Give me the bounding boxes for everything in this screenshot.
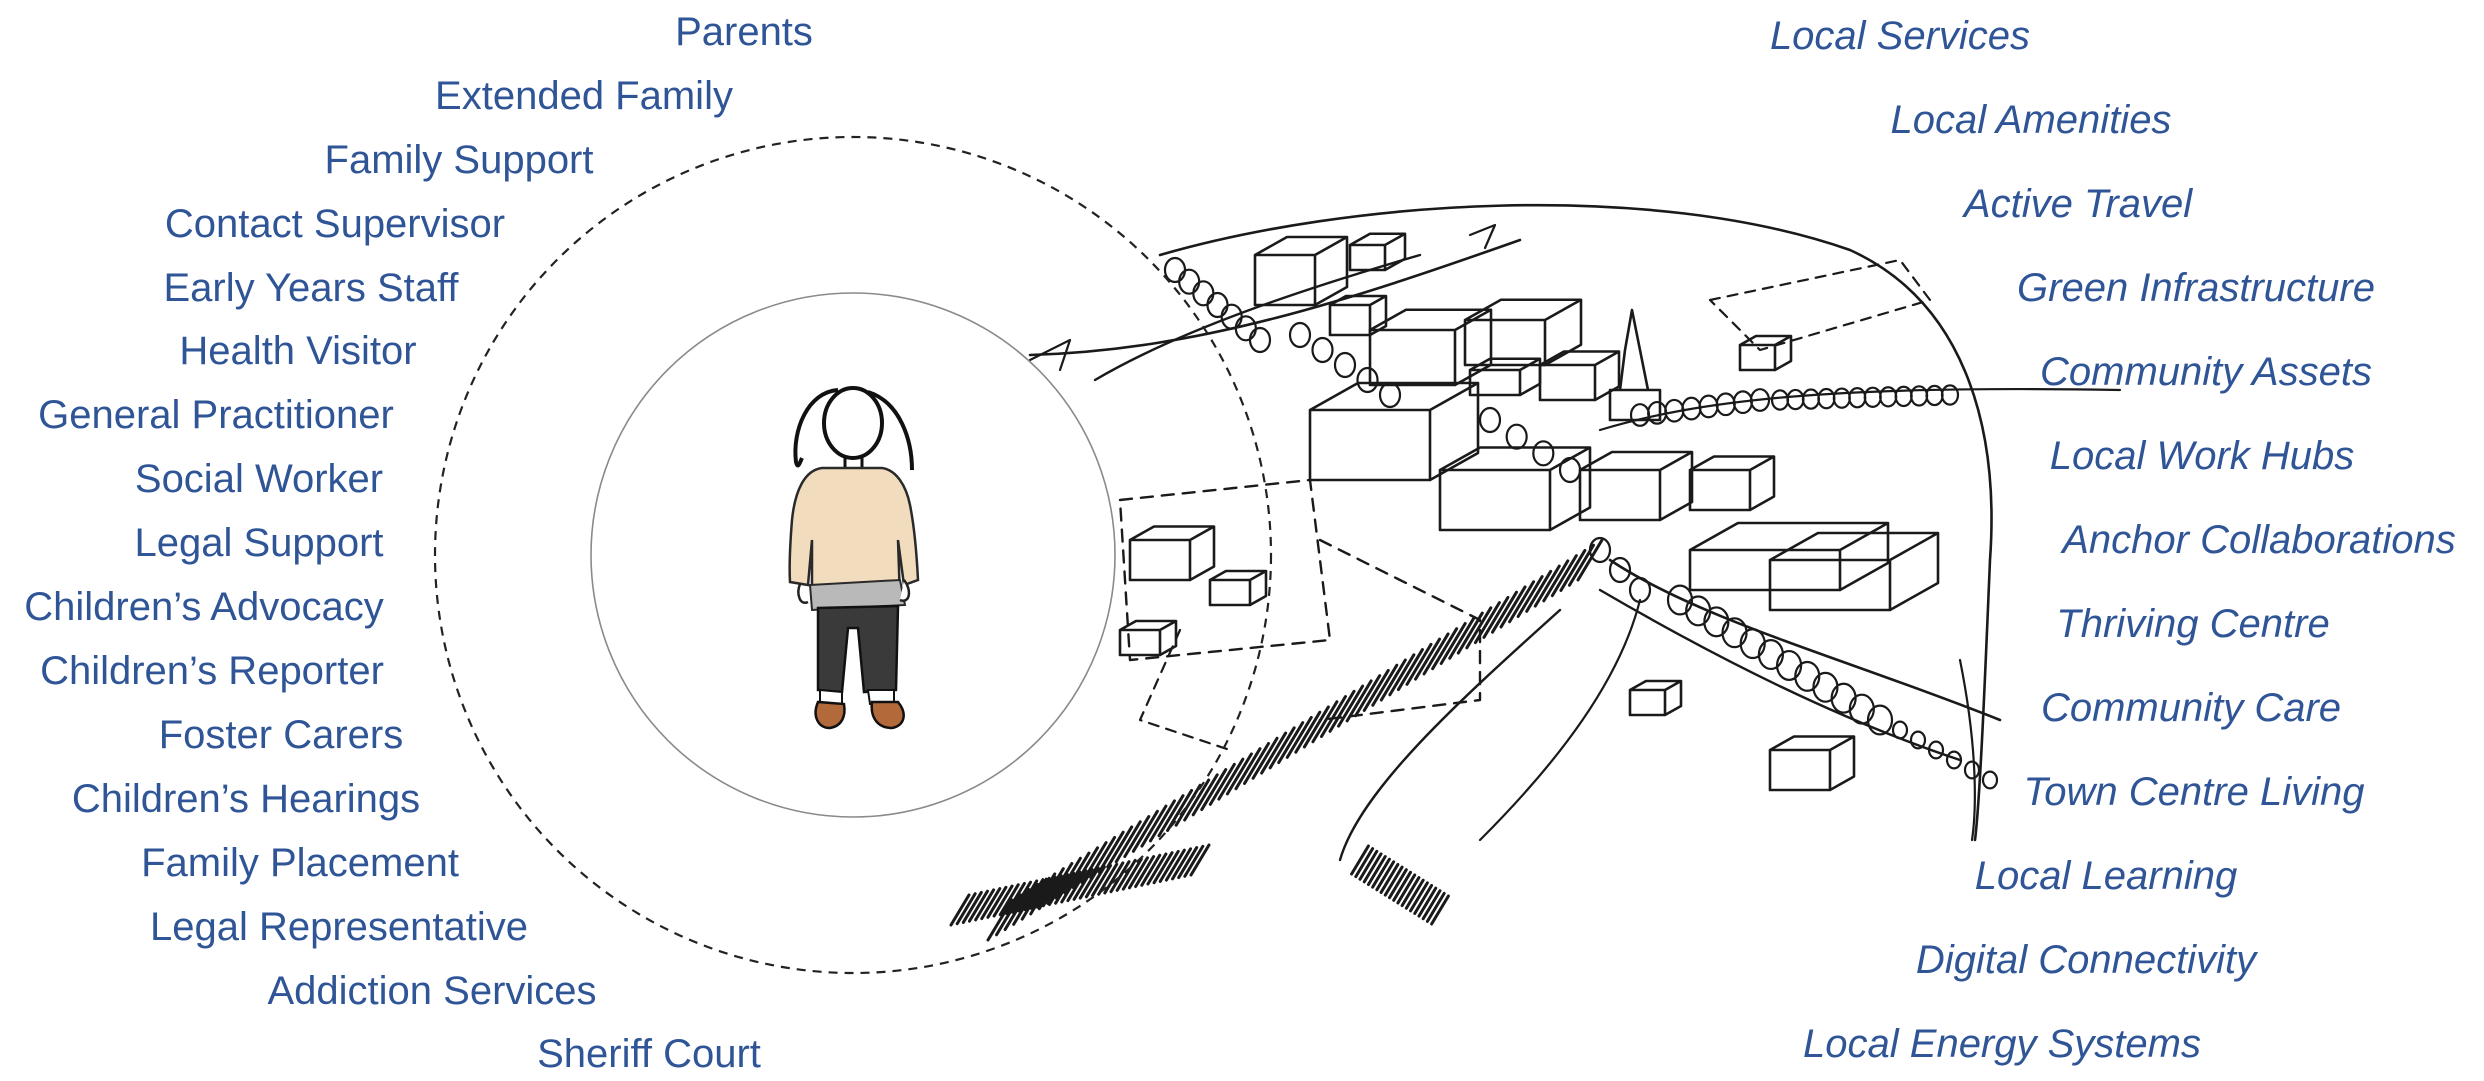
people-label: Children’s Reporter <box>40 649 384 693</box>
people-label: Children’s Advocacy <box>24 585 384 629</box>
sketch-building <box>1538 350 1621 402</box>
place-label: Anchor Collaborations <box>2062 518 2456 562</box>
sketch-building <box>1348 232 1407 272</box>
place-label: Community Care <box>2040 686 2342 730</box>
sketch-stroke <box>1028 338 1072 372</box>
people-label: Legal Representative <box>149 905 529 949</box>
child-figure-icon <box>788 386 920 730</box>
place-label: Town Centre Living <box>2023 770 2365 814</box>
sketch-tree-row <box>1478 406 1582 484</box>
sketch-stroke <box>1338 608 1562 862</box>
sketch-stroke <box>1118 478 1332 662</box>
people-label: Sheriff Court <box>537 1032 761 1076</box>
sketch-building <box>1768 531 1940 612</box>
sketch-building <box>1128 525 1216 582</box>
people-label: Early Years Staff <box>163 266 459 310</box>
sketch-building <box>1463 298 1583 367</box>
people-label: Contact Supervisor <box>164 202 506 246</box>
sketch-building <box>1738 334 1793 372</box>
people-label: Family Support <box>324 138 594 182</box>
sketch-building <box>1688 455 1776 512</box>
sketch-church <box>1608 308 1662 422</box>
place-label: Active Travel <box>1963 182 2193 226</box>
sketch-stroke <box>1598 387 2122 432</box>
place-label: Community Assets <box>2040 350 2372 394</box>
people-label: General Practitioner <box>38 393 394 437</box>
people-label: Addiction Services <box>267 969 597 1013</box>
sketch-stroke <box>1958 658 1976 842</box>
sketch-stroke <box>1138 628 1232 752</box>
sketch-tree-row <box>1588 536 1652 604</box>
sketch-stroke <box>1478 598 1642 842</box>
outer-dashed-circle <box>433 135 1273 975</box>
people-label: Extended Family <box>435 74 733 118</box>
sketch-building <box>1578 450 1694 522</box>
people-label: Parents <box>675 10 813 54</box>
sketch-hatching <box>949 843 1211 927</box>
sketch-tree-row <box>1288 321 1402 409</box>
town-sketch-illustration <box>949 203 2122 942</box>
sketch-tree-row <box>1770 384 1960 411</box>
place-label: Digital Connectivity <box>1915 938 2257 982</box>
sketch-building <box>1118 619 1178 657</box>
sketch-hatching <box>1350 844 1450 926</box>
place-label: Local Learning <box>1974 854 2238 898</box>
sketch-hatching <box>986 538 1604 942</box>
sketch-building <box>1253 235 1349 307</box>
sketch-tree-row <box>1629 388 1771 427</box>
sketch-stroke <box>1608 558 2002 722</box>
sketch-stroke <box>1708 258 1932 352</box>
people-label: Health Visitor <box>179 329 417 373</box>
sketch-stroke <box>1028 238 1522 357</box>
sketch-stroke <box>1158 203 1993 842</box>
people-label: Family Placement <box>141 841 459 885</box>
people-label: Children’s Hearings <box>71 777 421 821</box>
place-label: Local Work Hubs <box>2049 434 2355 478</box>
place-label: Local Energy Systems <box>1803 1022 2201 1066</box>
sketch-tree-row <box>1666 584 1894 736</box>
sketch-building <box>1438 446 1592 532</box>
sketch-tree-row <box>1891 720 1999 790</box>
people-label: Social Worker <box>134 457 384 501</box>
sketch-building <box>1768 735 1856 792</box>
place-label: Local Services <box>1769 14 2031 58</box>
place-label: Local Amenities <box>1890 98 2172 142</box>
people-label: Legal Support <box>134 521 384 565</box>
sketch-stroke <box>1318 538 1482 722</box>
sketch-building <box>1628 679 1683 717</box>
place-label: Green Infrastructure <box>2017 266 2375 310</box>
sketch-building <box>1308 381 1480 482</box>
sketch-building <box>1208 569 1268 607</box>
sketch-stroke <box>1468 223 1497 250</box>
sketch-tree-row <box>1163 256 1272 354</box>
people-label: Foster Carers <box>158 713 404 757</box>
place-label: Thriving Centre <box>2056 602 2330 646</box>
